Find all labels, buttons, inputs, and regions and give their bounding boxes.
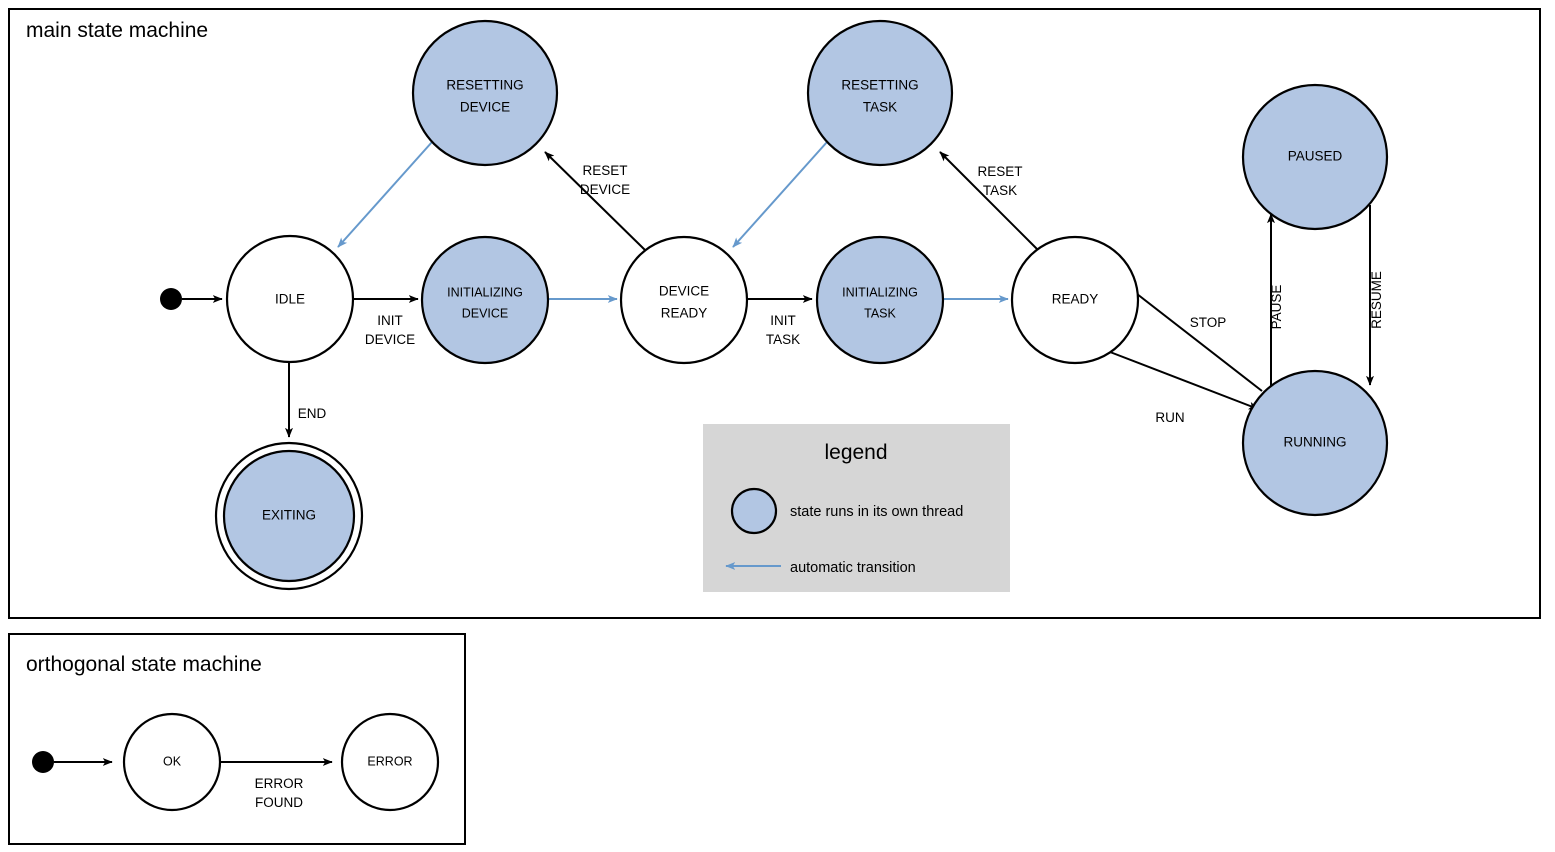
transition-label-init-task-line2: TASK [766, 332, 800, 347]
state-ok[interactable]: OK [122, 712, 222, 812]
state-ready-label: READY [1052, 292, 1099, 307]
state-device-ready-label-line2: READY [661, 306, 708, 321]
orthogonal-state-machine-frame: orthogonal state machine [8, 633, 466, 845]
state-initializing-task-label-line1: INITIALIZING [842, 285, 918, 299]
transition-label-init-task-line1: INIT [770, 313, 796, 328]
legend: legend state runs in its own thread auto… [703, 424, 1010, 592]
state-device-ready-shape [619, 235, 749, 365]
state-idle[interactable]: IDLE [225, 234, 355, 364]
state-resetting-device[interactable]: RESETTING DEVICE [411, 19, 559, 167]
initial-state-marker-orthogonal [32, 751, 54, 773]
orthogonal-states: OK ERROR [32, 712, 440, 812]
orthogonal-transitions: ERROR FOUND [54, 758, 333, 810]
legend-thread-state-icon [730, 487, 778, 535]
state-ok-shape [122, 712, 222, 812]
transition-label-resume: RESUME [1369, 271, 1384, 329]
transition-label-error-found-line2: FOUND [255, 795, 303, 810]
state-resetting-task-shape [806, 19, 954, 167]
state-resetting-task-label-line2: TASK [863, 100, 897, 115]
transition-label-init-device-line1: INIT [377, 313, 403, 328]
transition-running-to-ready [1127, 286, 1263, 392]
transition-label-reset-task-line2: TASK [983, 183, 1017, 198]
state-initializing-device-label-line2: DEVICE [462, 306, 509, 320]
state-running[interactable]: RUNNING [1241, 369, 1389, 517]
transition-resetting-device-to-idle [337, 141, 433, 248]
state-error[interactable]: ERROR [340, 712, 440, 812]
legend-title: legend [824, 441, 887, 464]
state-ready-shape [1010, 235, 1140, 365]
state-resetting-device-shape [411, 19, 559, 167]
transition-label-reset-device-line1: RESET [582, 163, 627, 178]
initial-state-marker-main [160, 288, 182, 310]
state-exiting[interactable]: EXITING [214, 441, 364, 591]
state-initializing-device-label-line1: INITIALIZING [447, 285, 523, 299]
transition-label-init-device-line2: DEVICE [365, 332, 415, 347]
transition-label-run: RUN [1155, 410, 1184, 425]
legend-item-auto-text: automatic transition [790, 560, 916, 576]
main-state-machine-frame: main state machine [8, 8, 1541, 619]
transition-ready-to-resetting-task [939, 151, 1039, 251]
state-running-shape [1241, 369, 1389, 517]
state-initializing-task-label-line2: TASK [864, 306, 896, 320]
transition-label-reset-task-line1: RESET [977, 164, 1022, 179]
orthogonal-frame-title: orthogonal state machine [26, 653, 262, 676]
transition-label-reset-device-line2: DEVICE [580, 182, 630, 197]
state-exiting-shape [222, 449, 356, 583]
state-initializing-device[interactable]: INITIALIZING DEVICE [420, 235, 550, 365]
state-initializing-task-shape [815, 235, 945, 365]
main-transitions: INIT DEVICE RESET DEVICE INIT TASK RESET… [182, 141, 1384, 438]
transition-resetting-task-to-device-ready [732, 141, 828, 248]
transition-label-stop: STOP [1190, 315, 1227, 330]
main-frame-title: main state machine [26, 19, 208, 42]
state-device-ready-label-line1: DEVICE [659, 284, 709, 299]
state-running-label: RUNNING [1284, 435, 1347, 450]
state-paused-shape [1241, 83, 1389, 231]
state-error-shape [340, 712, 440, 812]
transition-ready-to-running [1109, 351, 1259, 410]
state-exiting-label: EXITING [262, 508, 316, 523]
state-resetting-task-label-line1: RESETTING [841, 78, 918, 93]
state-ok-label: OK [163, 754, 182, 768]
transition-label-error-found-line1: ERROR [255, 776, 304, 791]
state-initializing-device-shape [420, 235, 550, 365]
state-ready[interactable]: READY [1010, 235, 1140, 365]
state-paused[interactable]: PAUSED [1241, 83, 1389, 231]
state-error-label: ERROR [367, 754, 412, 768]
state-idle-label: IDLE [275, 292, 305, 307]
main-states: IDLE RESETTING DEVICE INITIALIZING DEVIC… [160, 19, 1389, 591]
state-initializing-task[interactable]: INITIALIZING TASK [815, 235, 945, 365]
state-resetting-device-label-line1: RESETTING [446, 78, 523, 93]
main-frame-border [8, 8, 1541, 619]
legend-item-thread-text: state runs in its own thread [790, 504, 963, 520]
transition-device-ready-to-resetting-device [544, 151, 646, 251]
transition-label-pause: PAUSE [1269, 285, 1284, 330]
state-resetting-device-label-line2: DEVICE [460, 100, 510, 115]
orthogonal-frame-border [8, 633, 466, 845]
state-idle-shape [225, 234, 355, 364]
state-device-ready[interactable]: DEVICE READY [619, 235, 749, 365]
state-resetting-task[interactable]: RESETTING TASK [806, 19, 954, 167]
transition-label-end: END [298, 406, 327, 421]
state-paused-label: PAUSED [1288, 149, 1343, 164]
